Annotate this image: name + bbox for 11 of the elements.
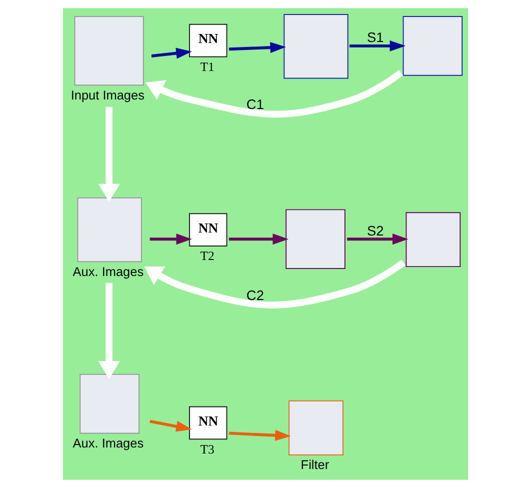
edge-label: S2 (366, 223, 384, 238)
node-label: T3 (200, 442, 214, 456)
node-label: T2 (200, 249, 214, 264)
edge-label: S1 (366, 30, 384, 46)
edge-label: C1 (246, 96, 264, 112)
node-label: Aux. Images (72, 264, 144, 279)
node-label: Aux. Images (72, 435, 144, 450)
node-label: Filter (300, 456, 330, 472)
node-label: T1 (200, 60, 214, 74)
edge-label: C2 (246, 288, 264, 304)
node-label: Input Images (70, 87, 144, 102)
